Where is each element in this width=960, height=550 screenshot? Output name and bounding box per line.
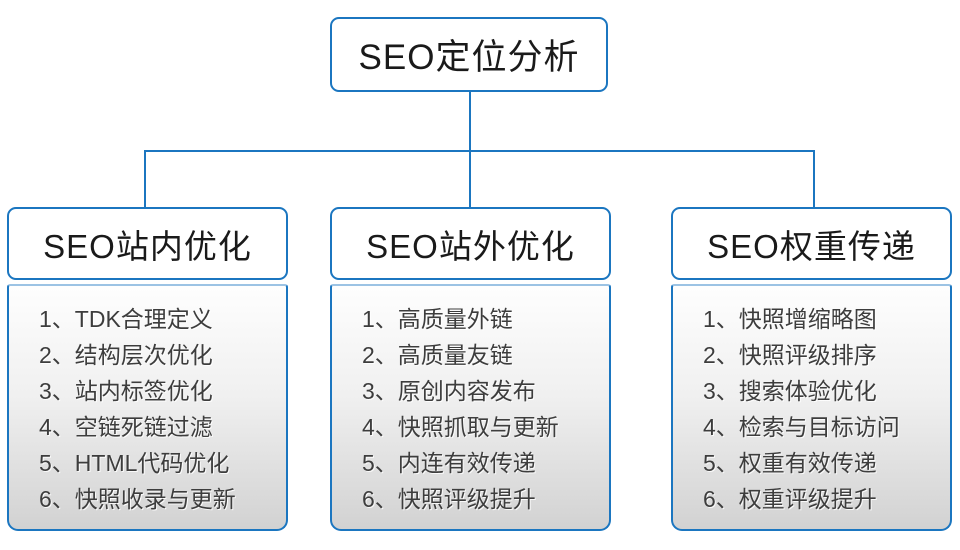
list-item: 5、权重有效传递 [703, 450, 877, 476]
list-item: 2、高质量友链 [362, 342, 513, 368]
column-header-onsite: SEO站内优化 [7, 207, 288, 280]
list-item: 5、内连有效传递 [362, 450, 536, 476]
connector-horizontal [144, 150, 815, 152]
list-item: 2、结构层次优化 [39, 342, 213, 368]
list-item: 6、快照收录与更新 [39, 486, 236, 512]
list-item: 4、快照抓取与更新 [362, 414, 559, 440]
column-onsite: SEO站内优化 1、TDK合理定义 2、结构层次优化 3、站内标签优化 4、空链… [7, 207, 288, 531]
column-header-offsite: SEO站外优化 [330, 207, 611, 280]
connector-drop-right [813, 151, 815, 208]
column-list-offsite: 1、高质量外链 2、高质量友链 3、原创内容发布 4、快照抓取与更新 5、内连有… [330, 284, 611, 531]
list-item: 3、原创内容发布 [362, 378, 536, 404]
list-item: 5、HTML代码优化 [39, 450, 230, 476]
column-header-weight-transfer: SEO权重传递 [671, 207, 952, 280]
list-item: 3、站内标签优化 [39, 378, 213, 404]
list-item: 6、快照评级提升 [362, 486, 536, 512]
column-weight-transfer: SEO权重传递 1、快照增缩略图 2、快照评级排序 3、搜索体验优化 4、检索与… [671, 207, 952, 531]
list-item: 2、快照评级排序 [703, 342, 877, 368]
column-list-weight-transfer: 1、快照增缩略图 2、快照评级排序 3、搜索体验优化 4、检索与目标访问 5、权… [671, 284, 952, 531]
list-item: 3、搜索体验优化 [703, 378, 877, 404]
list-item: 1、TDK合理定义 [39, 306, 213, 332]
column-list-onsite: 1、TDK合理定义 2、结构层次优化 3、站内标签优化 4、空链死链过滤 5、H… [7, 284, 288, 531]
connector-drop-left [144, 151, 146, 208]
connector-root-drop [469, 92, 471, 151]
connector-drop-middle [469, 151, 471, 208]
list-item: 1、高质量外链 [362, 306, 513, 332]
root-node-seo-positioning-analysis: SEO定位分析 [330, 17, 608, 92]
list-item: 6、权重评级提升 [703, 486, 877, 512]
list-item: 4、空链死链过滤 [39, 414, 213, 440]
list-item: 4、检索与目标访问 [703, 414, 900, 440]
column-offsite: SEO站外优化 1、高质量外链 2、高质量友链 3、原创内容发布 4、快照抓取与… [330, 207, 611, 531]
list-item: 1、快照增缩略图 [703, 306, 877, 332]
